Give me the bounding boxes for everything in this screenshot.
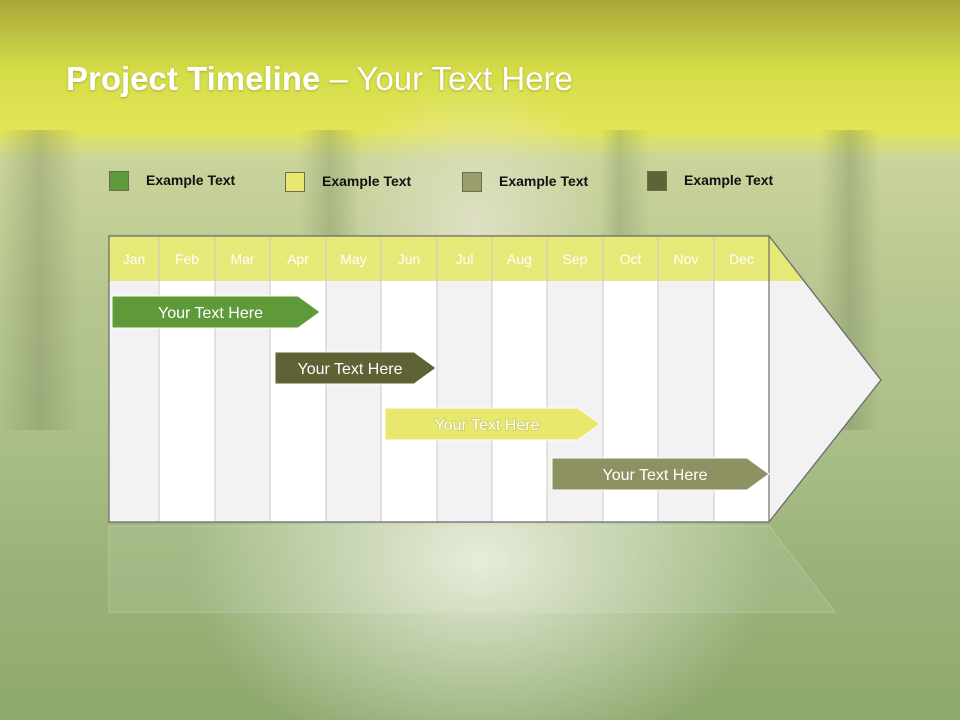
legend-swatch-2 [285,172,305,192]
legend-label-4: Example Text [684,172,774,188]
month-header-cell [326,236,381,281]
month-label: Nov [674,251,699,267]
task-label: Your Text Here [435,417,540,434]
task-bar: Your Text Here [551,457,770,491]
month-header-cell [437,236,492,281]
month-header-cell [714,236,769,281]
month-label: Mar [230,251,254,267]
task-bar-shape [111,295,321,329]
title-separator: – [320,60,357,97]
task-bar: Your Text Here [274,351,437,385]
title-rest: Your Text Here [356,60,573,97]
task-bar-shape [551,457,770,491]
month-header-cell [492,236,547,281]
legend-swatch-1 [109,171,129,191]
month-column [381,281,437,522]
month-header-cell [603,236,658,281]
timeline-reflection [108,525,837,613]
reflection-shape [108,525,837,613]
month-label: May [340,251,366,267]
month-label: Jun [398,251,421,267]
task-label: Your Text Here [158,305,263,322]
task-bar: Your Text Here [384,407,601,441]
month-label: Feb [175,251,199,267]
month-label: Dec [729,251,754,267]
month-label: Sep [563,251,588,267]
legend-label-3: Example Text [499,173,589,189]
month-label: Jan [123,251,146,267]
legend-label-1: Example Text [146,172,236,188]
month-label: Apr [287,251,309,267]
month-label: Aug [507,251,532,267]
month-header-cell [159,236,215,281]
timeline-arrow-outline [108,235,882,523]
month-header-cell [215,236,270,281]
month-header-cell [270,236,326,281]
month-label: Jul [456,251,474,267]
slide-title: Project Timeline – Your Text Here [66,60,573,98]
month-column [492,281,547,522]
task-bar-shape [274,351,437,385]
legend-swatch-4 [647,171,667,191]
task-bar-shape [384,407,601,441]
month-header-cell [381,236,437,281]
legend-label-2: Example Text [322,173,412,189]
task-label: Your Text Here [603,467,708,484]
task-bar: Your Text Here [111,295,321,329]
month-column [437,281,492,522]
month-header-cell [109,236,159,281]
task-label: Your Text Here [298,361,403,378]
month-label: Oct [620,251,642,267]
month-header-cell [658,236,714,281]
title-bold: Project Timeline [66,60,321,97]
legend-swatch-3 [462,172,482,192]
month-column [326,281,381,522]
month-header-cell [547,236,603,281]
